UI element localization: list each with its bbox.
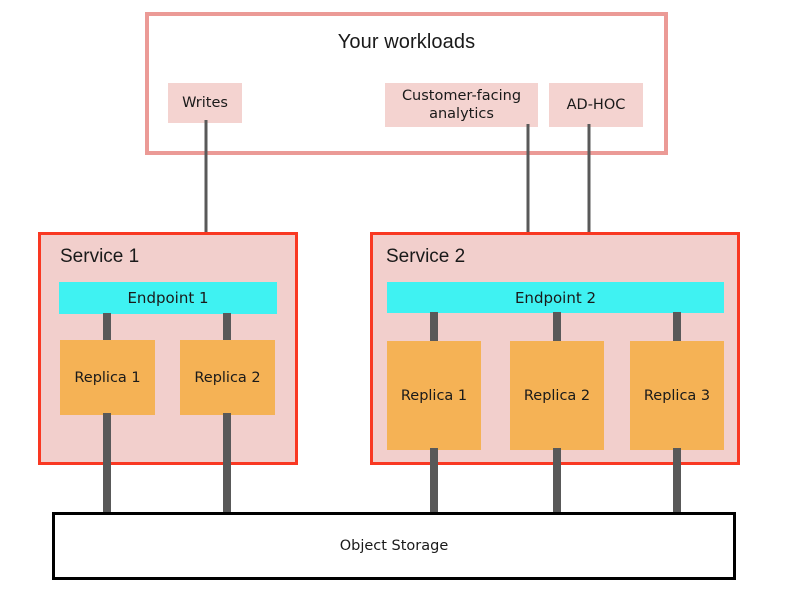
workload-chip-ad-hoc[interactable]: AD-HOC	[549, 83, 643, 127]
service-1-label: Service 1	[60, 246, 140, 267]
workloads-title: Your workloads	[337, 31, 476, 53]
connector-service-2-replica-1-to-storage	[430, 448, 438, 515]
service-2-endpoint[interactable]: Endpoint 2	[387, 282, 724, 313]
service-2-label: Service 2	[386, 246, 466, 267]
object-storage-box[interactable]: Object Storage	[52, 512, 736, 580]
connector-service-2-replica-2-to-storage	[553, 448, 561, 515]
connector-service-1-replica-1-to-storage	[103, 413, 111, 515]
connector-service-1-replica-2-to-storage	[223, 413, 231, 515]
service-1-replica-2[interactable]: Replica 2	[180, 340, 275, 415]
workload-chip-customer-facing-analytics[interactable]: Customer-facing analytics	[385, 83, 538, 127]
connector-endpoint-2-to-replica-3	[673, 312, 681, 343]
connector-endpoint-1-to-replica-2	[223, 313, 231, 342]
connector-endpoint-2-to-replica-1	[430, 312, 438, 343]
service-1-endpoint[interactable]: Endpoint 1	[59, 282, 277, 314]
connector-service-2-replica-3-to-storage	[673, 448, 681, 515]
service-2-replica-1[interactable]: Replica 1	[387, 341, 481, 450]
workload-chip-writes[interactable]: Writes	[168, 83, 242, 123]
service-2-replica-2[interactable]: Replica 2	[510, 341, 604, 450]
connector-endpoint-2-to-replica-2	[553, 312, 561, 343]
service-1-replica-1[interactable]: Replica 1	[60, 340, 155, 415]
service-2-replica-3[interactable]: Replica 3	[630, 341, 724, 450]
connector-endpoint-1-to-replica-1	[103, 313, 111, 342]
